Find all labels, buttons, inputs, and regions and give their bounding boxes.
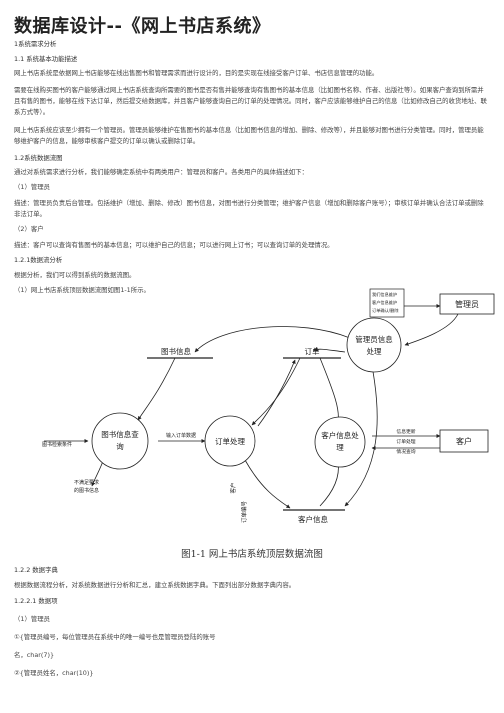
store-customer-info-label: 客户信息 [298,514,328,524]
heading-1-2: 1.2系统数据流图 [14,154,63,162]
heading-1-2-2-1: 1.2.2.1 数据项 [14,597,58,605]
dict-item-admin-id: ①{管理员编号，每位管理员在系统中的唯一编号也是管理员登陆的账号 [14,633,216,641]
flow-label-customer-vert: 客户 [229,482,237,493]
flow-label-admin-note-1: 我们信息维护 [372,291,397,298]
process-book-query: 图书信息查 询 [91,412,149,470]
process-order: 订单处理 [204,415,256,467]
flow-label-order-num-vert: 订单编号 [240,501,248,524]
paragraph-admin: 网上书店系统应该至少拥有一个管理员。管理员能够维护在售图书的基本信息（比如图书信… [14,126,484,145]
flow-custinfo-custproc [319,461,341,507]
flow-label-admin-note-3: 订单确认/删除 [372,307,399,314]
process-admin-info: 管理员信息 处理 [346,317,402,373]
list-admin-item-heading: （1）管理员 [14,615,51,623]
flow-order-to-proc [251,357,301,426]
figure-caption: 图1-1 网上书店系统顶层数据流图 [181,549,323,560]
dict-item-admin-name: ②{管理员姓名，char(10)} [14,669,94,677]
admin-note-box: 我们信息维护 客户信息维护 订单确认/删除 [369,288,405,318]
flow-admin-proc-custinfo [344,365,378,507]
paragraph-intro: 网上书店系统是依据网上书店能够在线出售图书和管理需求而进行设计的，目的是实现在线… [14,69,379,77]
flow-label-info-update-2: 订单处理 [396,438,415,445]
heading-1: 1系统需求分析 [14,40,57,48]
page-title: 数据库设计--《网上书店系统》 [14,16,271,37]
flow-order-proc-custinfo [244,459,291,509]
paragraph-admin-desc: 描述：管理员负责后台管理。包括维护（增加、删除、修改）图书信息，对图书进行分类管… [14,199,484,218]
process-admin-info-label-1: 管理员信息 [355,334,393,344]
flow-label-search-cond: 图书检索条件 [42,441,72,448]
flow-label-info-update-1: 信息更新 [396,428,415,435]
heading-1-2-1: 1.2.1数据流分析 [14,256,63,264]
paragraph-users: 通过对系统需求进行分析，我们能够确定系统中有两类用户：管理员和客户。各类用户的具… [14,168,308,176]
flow-order-cust-proc [319,357,341,423]
heading-1-1: 1.1 系统基本功能描述 [14,55,78,63]
store-book-info-label: 图书信息 [161,346,191,356]
store-order: 订单 [283,346,341,359]
store-book-info: 图书信息 [147,346,213,359]
paragraph-customer-desc: 描述：客户可以查询有售图书的基本信息；可以维护自己的信息；可以进行网上订书；可以… [14,241,334,249]
process-customer-info-label-1: 客户信息处 [321,430,359,440]
flow-label-not-met-2: 的图书信息 [74,487,99,494]
entity-admin: 管理员 [439,293,495,315]
process-book-query-label-2: 询 [116,441,124,451]
store-customer-info: 客户信息 [283,509,345,524]
list-admin-heading: （1）管理员 [14,183,51,191]
paragraph-dfd-intro: 根据分析，我们可以得到系统的数据流图。 [14,271,136,279]
flow-proc-to-order [257,359,296,427]
entity-admin-label: 管理员 [455,299,479,309]
paragraph-dict-intro: 根据数据流程分析，对系统数据进行分析和汇总，建立系统数据字典。下面列出部分数据字… [14,581,296,589]
process-book-query-label-1: 图书信息查 [101,429,139,439]
flow-admin-proc-order [313,346,346,353]
process-customer-info-label-2: 理 [336,443,344,452]
dict-item-admin-id-cont: 名，char(7)} [14,651,55,659]
flow-label-admin-note-2: 客户信息维护 [372,299,397,306]
process-admin-info-label-2: 处理 [367,346,382,356]
flow-label-order-data: 输入订单数据 [166,432,196,439]
entity-customer: 客户 [439,429,489,453]
flow-label-not-met-1: 不满足要求 [74,479,99,486]
flow-label-info-update-3: 情况查询 [396,448,415,455]
paragraph-dfd-ref: （1）网上书店系统顶层数据流图如图1-1所示。 [14,286,150,294]
process-customer-info: 客户信息处 理 [314,416,366,468]
paragraph-customer: 需要在线购买图书的客户能够通过网上书店系统查询所需要的图书是否有售并能够查询有售… [14,86,487,116]
flow-admin-proc-bookinfo [194,326,351,353]
heading-1-2-2: 1.2.2 数据字典 [14,566,58,574]
flow-admin-to-proc [404,313,459,346]
process-order-label: 订单处理 [215,436,245,446]
entity-customer-label: 客户 [456,436,472,446]
list-customer-heading: （2）客户 [14,225,44,233]
flow-bookinfo-query [137,357,176,421]
store-order-label: 订单 [305,346,320,356]
